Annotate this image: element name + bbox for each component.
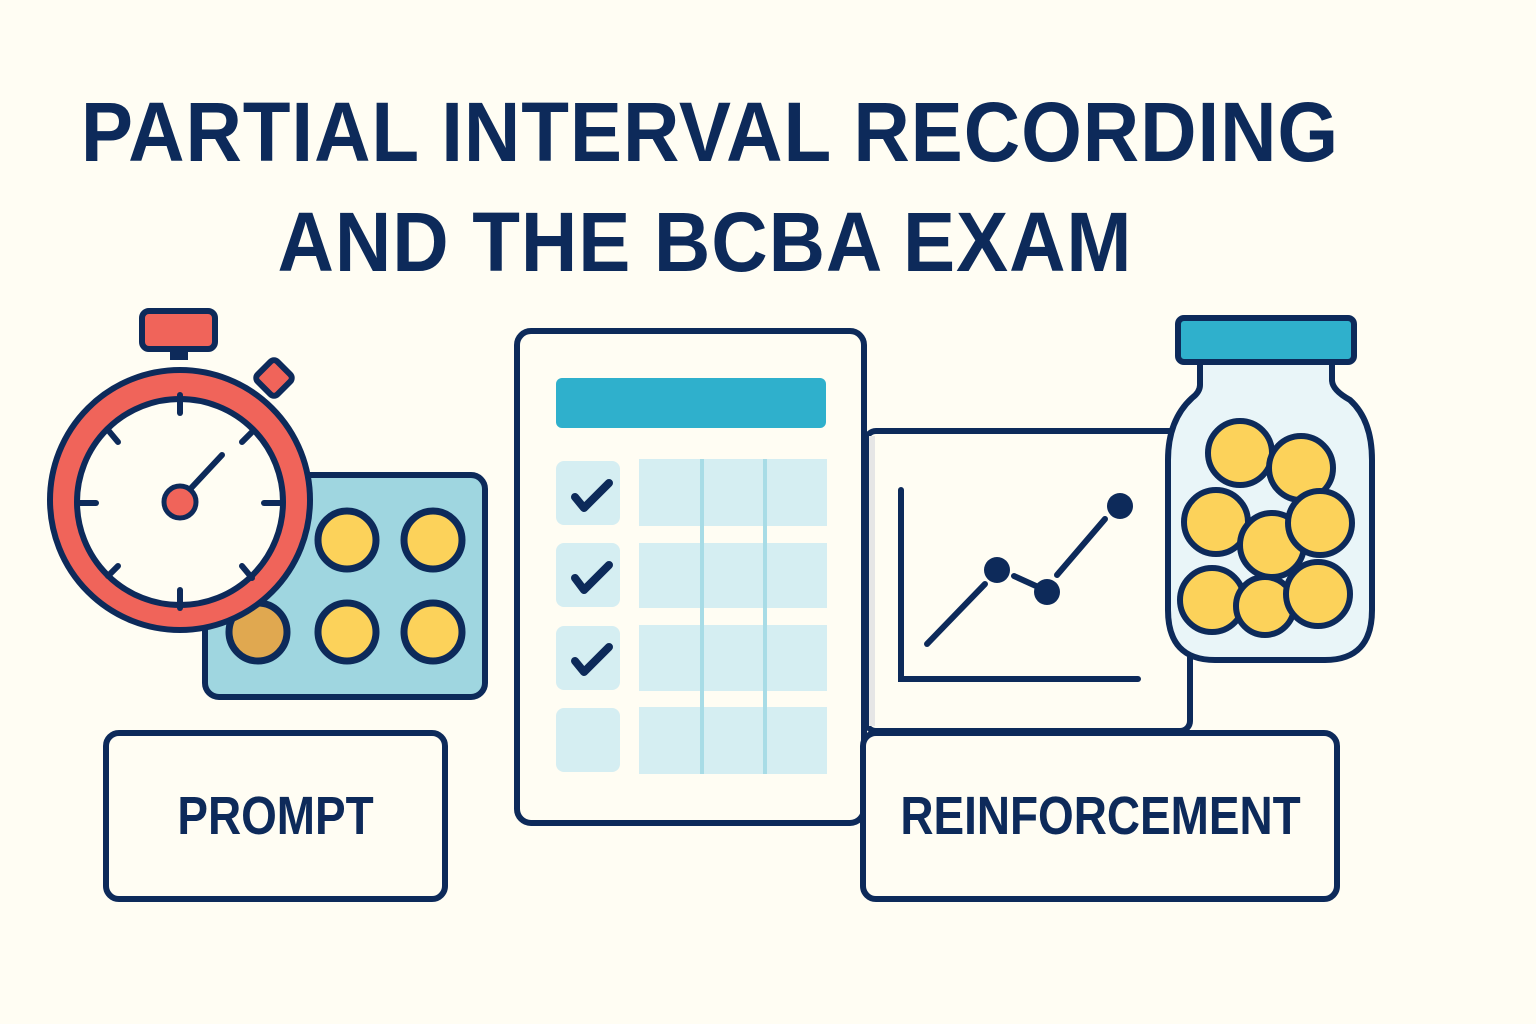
reinforcement-label-box: REINFORCEMENT [860, 730, 1340, 902]
line-graph-icon [863, 428, 1193, 734]
data-sheet-icon [514, 328, 867, 826]
title-line-1: PARTIAL INTERVAL RECORDING [80, 85, 1340, 179]
prompt-label: PROMPT [177, 786, 374, 846]
token-jar-icon [1165, 315, 1375, 663]
reinforcement-label: REINFORCEMENT [899, 786, 1301, 846]
prompt-label-box: PROMPT [103, 730, 448, 902]
title-line-2: AND THE BCBA EXAM [277, 195, 1133, 289]
stopwatch-icon [47, 308, 313, 633]
